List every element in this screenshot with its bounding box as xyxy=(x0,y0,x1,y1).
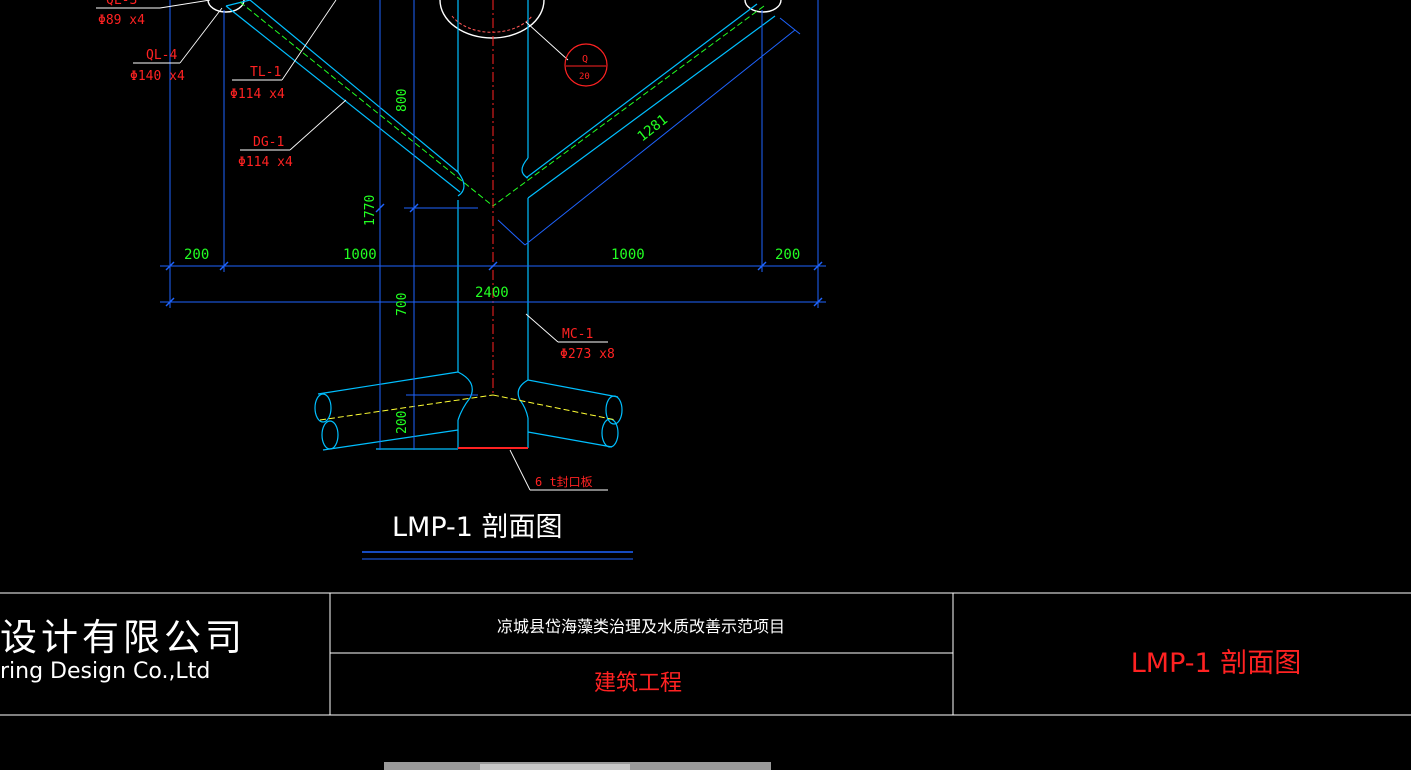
label-dg1-spec: Φ114 x4 xyxy=(238,155,293,170)
dim-200-bottom: 200 xyxy=(395,411,410,434)
dim-200-right: 200 xyxy=(775,247,800,263)
left-diagonal-tube xyxy=(225,0,461,193)
drawing-title: LMP-1 剖面图 xyxy=(1131,648,1302,679)
dim-1000-right: 1000 xyxy=(611,247,645,263)
detail-callout-top: Q xyxy=(582,54,588,65)
dim-200-left: 200 xyxy=(184,247,209,263)
horizontal-scrollbar[interactable] xyxy=(384,762,771,770)
label-ql3-tag: QL-3 xyxy=(106,0,137,8)
right-diagonal-axis xyxy=(492,5,765,207)
detail-callout-circle xyxy=(564,43,608,87)
dim-800: 800 xyxy=(395,89,410,112)
footing-axes xyxy=(319,394,617,421)
right-diagonal-tube xyxy=(525,3,776,199)
left-diagonal-axis xyxy=(239,1,494,207)
label-dg1-tag: DG-1 xyxy=(253,135,284,150)
project-name: 凉城县岱海藻类治理及水质改善示范项目 xyxy=(497,617,785,636)
section-drawing xyxy=(96,0,826,560)
label-ql4-tag: QL-4 xyxy=(146,48,177,63)
dim-2400: 2400 xyxy=(475,285,509,301)
title-block xyxy=(0,592,1411,716)
leader-lines xyxy=(96,0,608,491)
company-name-cn: 设计有限公司 xyxy=(0,616,246,659)
scrollbar-thumb[interactable] xyxy=(480,764,630,770)
discipline-label: 建筑工程 xyxy=(594,671,682,696)
dimension-lines xyxy=(160,0,826,450)
label-ql3-spec: Φ89 x4 xyxy=(98,13,145,28)
section-title: LMP-1 剖面图 xyxy=(392,512,563,543)
label-tl1-spec: Φ114 x4 xyxy=(230,87,285,102)
detail-callout-bottom: 20 xyxy=(579,72,590,82)
bottom-footing-tubes xyxy=(314,371,623,451)
label-tl1-tag: TL-1 xyxy=(250,65,281,80)
dim-1770: 1770 xyxy=(363,195,378,226)
central-post xyxy=(457,0,529,380)
hub-arc-red xyxy=(451,15,533,33)
label-mc1-tag: MC-1 xyxy=(562,327,593,342)
dimension-ticks xyxy=(165,203,823,307)
label-ql4-spec: Φ140 x4 xyxy=(130,69,185,84)
dim-1000-left: 1000 xyxy=(343,247,377,263)
company-name-en: ring Design Co.,Ltd xyxy=(0,659,210,684)
dim-700: 700 xyxy=(395,293,410,316)
label-mc1-spec: Φ273 x8 xyxy=(560,347,615,362)
label-seal-plate: 6 t封口板 xyxy=(535,475,593,489)
